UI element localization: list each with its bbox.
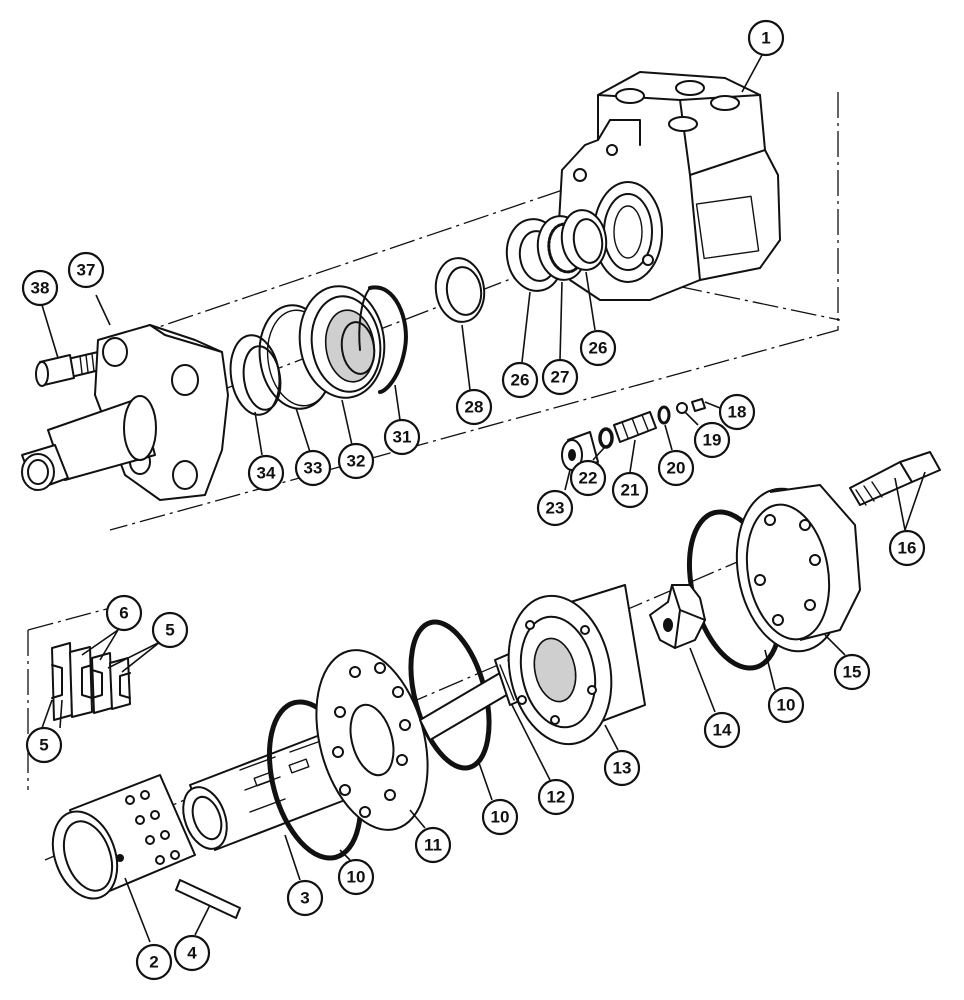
callout-31: 31 — [383, 418, 421, 456]
part-32-seal-assembly — [298, 285, 386, 399]
svg-text:20: 20 — [667, 459, 686, 478]
svg-text:1: 1 — [761, 29, 770, 48]
svg-text:26: 26 — [511, 371, 530, 390]
svg-text:10: 10 — [777, 696, 796, 715]
svg-text:31: 31 — [393, 428, 412, 447]
part-37-upper-cover — [21, 324, 229, 501]
callout-14: 14 — [703, 711, 741, 749]
callout-26-rear: 26 — [579, 329, 617, 367]
callout-20: 20 — [657, 449, 695, 487]
part-1-valve-housing — [557, 71, 781, 301]
part-18-pin — [691, 398, 706, 412]
svg-text:19: 19 — [703, 431, 722, 450]
part-3-spool — [182, 734, 346, 851]
svg-text:33: 33 — [304, 459, 323, 478]
part-34-ring — [229, 334, 282, 416]
svg-text:3: 3 — [300, 889, 309, 908]
callout-23: 23 — [536, 489, 574, 527]
svg-text:4: 4 — [187, 944, 197, 963]
svg-text:18: 18 — [728, 403, 747, 422]
callout-27: 27 — [541, 358, 579, 396]
svg-text:12: 12 — [547, 788, 566, 807]
svg-text:26: 26 — [589, 339, 608, 358]
svg-text:38: 38 — [31, 279, 50, 298]
part-4-pin — [175, 879, 241, 919]
callout-22: 22 — [569, 459, 607, 497]
callout-12: 12 — [537, 778, 575, 816]
callout-6: 6 — [105, 594, 143, 632]
callout-10-middle: 10 — [481, 798, 519, 836]
svg-text:14: 14 — [713, 721, 732, 740]
part-22-seal — [598, 427, 614, 449]
svg-text:28: 28 — [465, 398, 484, 417]
part-20-ring — [657, 405, 671, 425]
svg-text:5: 5 — [165, 621, 174, 640]
svg-text:23: 23 — [546, 499, 565, 518]
part-6-plate-left — [69, 646, 93, 718]
part-26-bearing-race-rear — [560, 209, 608, 271]
part-16-bolt — [849, 451, 941, 506]
svg-text:10: 10 — [491, 808, 510, 827]
svg-text:11: 11 — [424, 836, 442, 855]
callout-16: 16 — [888, 529, 926, 567]
svg-text:22: 22 — [579, 469, 598, 488]
callout-18: 18 — [718, 393, 756, 431]
part-2-sleeve — [51, 774, 196, 900]
part-14-star-rotor — [649, 584, 706, 649]
part-38-bolt — [35, 351, 101, 387]
svg-text:37: 37 — [77, 261, 96, 280]
part-13-gerotor — [507, 584, 646, 746]
callout-21: 21 — [611, 471, 649, 509]
svg-text:21: 21 — [621, 481, 640, 500]
svg-text:2: 2 — [149, 953, 158, 972]
callout-33: 33 — [294, 449, 332, 487]
svg-text:32: 32 — [347, 452, 366, 471]
callout-15: 15 — [833, 653, 871, 691]
callout-19: 19 — [693, 421, 731, 459]
leader-lines — [41, 54, 926, 943]
callout-5-right: 5 — [151, 611, 189, 649]
svg-text:10: 10 — [347, 868, 366, 887]
callout-4: 4 — [173, 934, 211, 972]
callout-10-front: 10 — [337, 858, 375, 896]
part-21-valve-spool — [613, 411, 657, 443]
callout-1: 1 — [747, 19, 785, 57]
part-31-snap-ring — [358, 285, 408, 394]
svg-text:34: 34 — [257, 464, 276, 483]
svg-text:27: 27 — [551, 368, 570, 387]
svg-text:15: 15 — [843, 663, 862, 682]
svg-text:13: 13 — [613, 759, 632, 778]
callout-10-rear: 10 — [767, 686, 805, 724]
part-11-spacer-plate — [315, 649, 429, 831]
callout-3: 3 — [286, 879, 324, 917]
callout-37: 37 — [67, 251, 105, 289]
callout-32: 32 — [337, 442, 375, 480]
callout-13: 13 — [603, 749, 641, 787]
svg-text:16: 16 — [898, 539, 917, 558]
svg-text:6: 6 — [119, 604, 128, 623]
part-28-ring — [434, 257, 486, 323]
callout-26-front: 26 — [501, 361, 539, 399]
callout-38: 38 — [21, 269, 59, 307]
callout-34: 34 — [247, 454, 285, 492]
part-15-end-cap — [735, 484, 861, 653]
part-5-plate-right — [109, 657, 131, 710]
svg-text:5: 5 — [39, 736, 48, 755]
part-6-plate-right — [91, 652, 113, 714]
callout-2: 2 — [135, 943, 173, 981]
part-19-ball — [676, 402, 688, 414]
callout-5-left: 5 — [25, 726, 63, 764]
callout-11: 11 — [414, 826, 452, 864]
callout-28: 28 — [455, 388, 493, 426]
